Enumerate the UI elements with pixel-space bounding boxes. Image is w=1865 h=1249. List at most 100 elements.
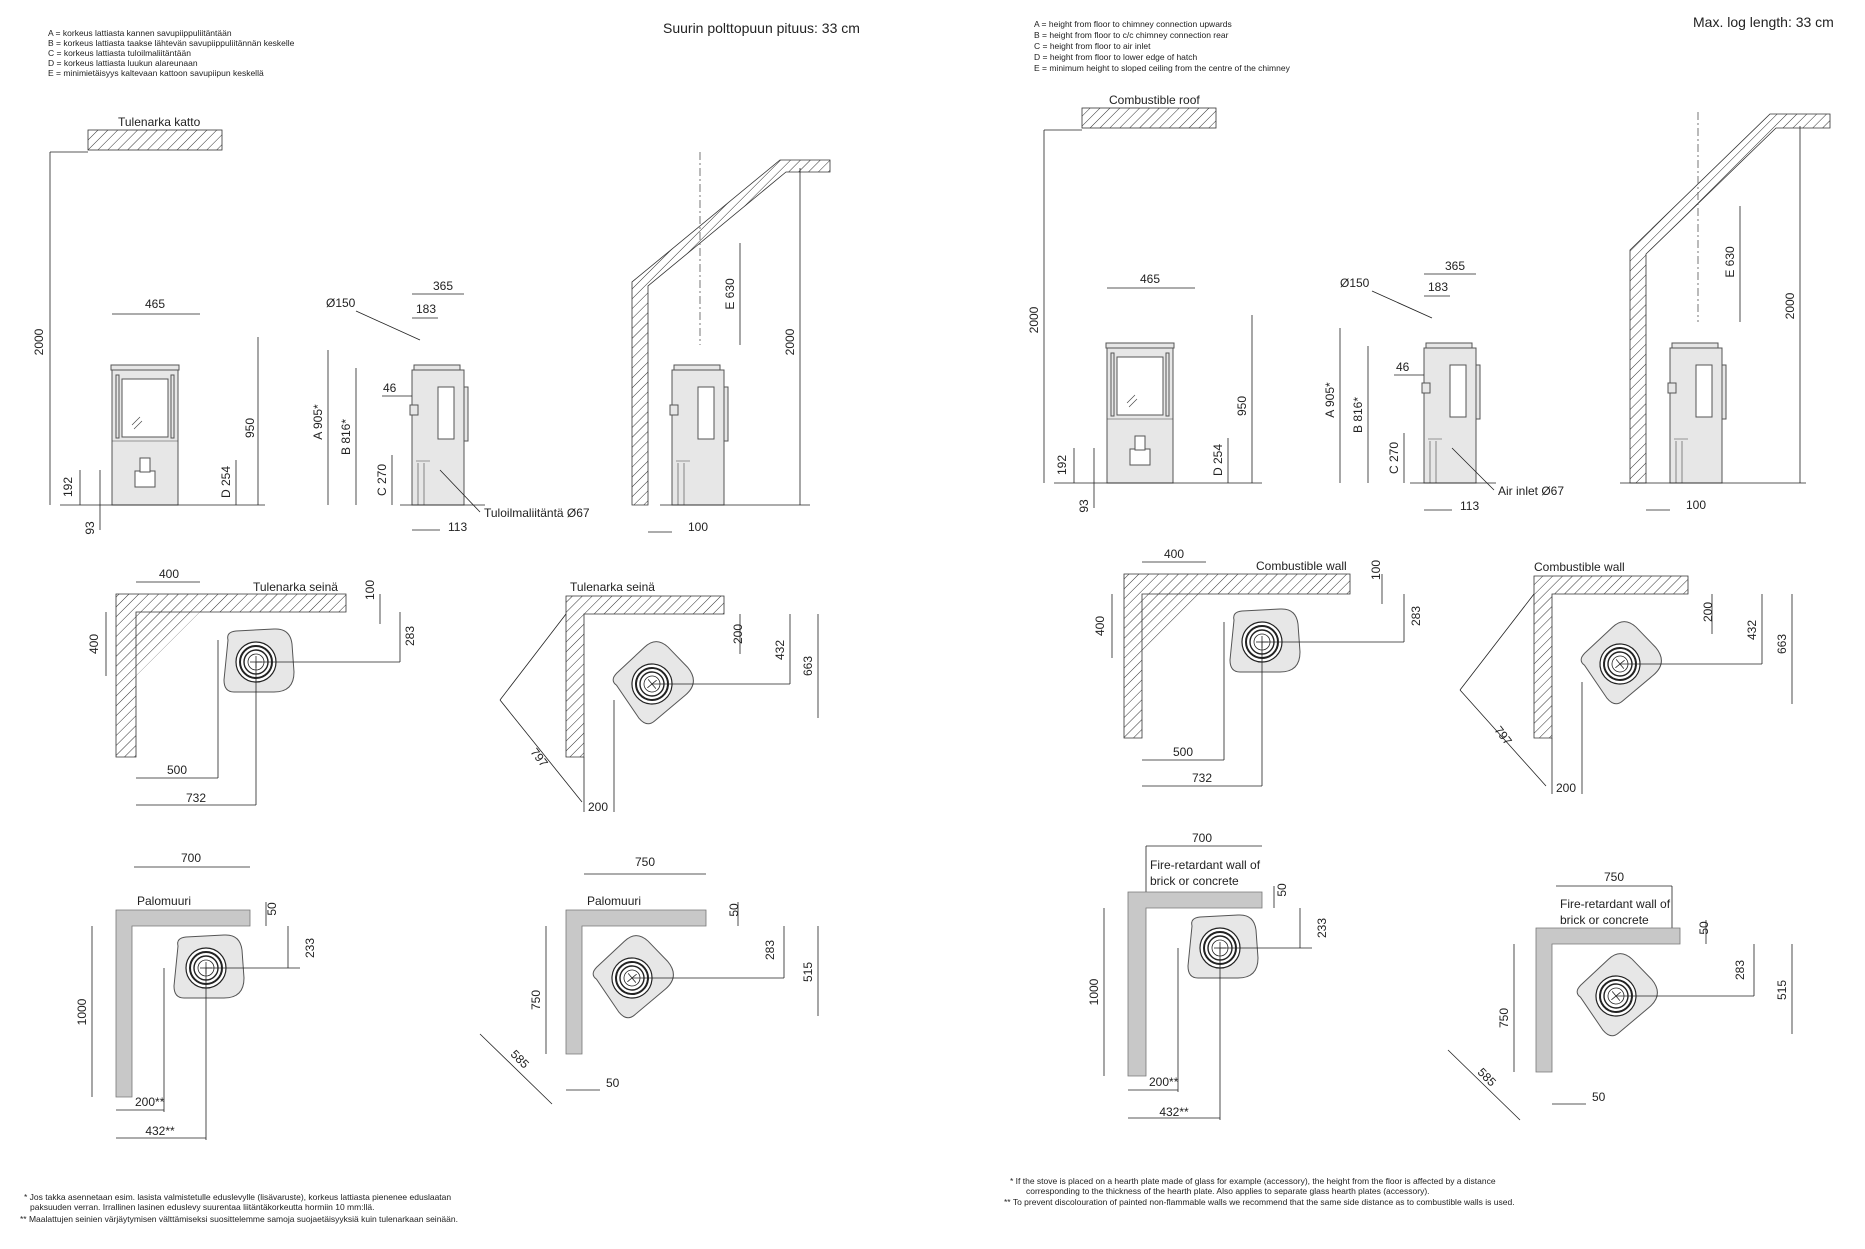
dim-465-en: 465 [1140, 272, 1160, 286]
dim-432-star-en: 432** [1159, 1105, 1189, 1119]
dim-465: 465 [145, 297, 165, 311]
dim-93: 93 [83, 521, 97, 535]
firewall-label-en-3: Fire-retardant wall of [1560, 897, 1671, 911]
dim-b816: B 816* [339, 419, 353, 455]
dim-113: 113 [448, 520, 467, 534]
roof-hatch [87, 129, 223, 151]
dim-50: 50 [265, 902, 279, 916]
dim-a905: A 905* [311, 404, 325, 440]
dim-50-d: 50 [727, 903, 741, 917]
dim-200-en: 200 [1701, 602, 1715, 622]
air-inlet-label: Tuloilmaliitäntä Ø67 [484, 506, 590, 520]
dim-283: 283 [403, 626, 417, 646]
firewall-label: Palomuuri [137, 894, 191, 908]
dim-2000-roof-en: 2000 [1783, 292, 1797, 319]
note-d-en: D = height from floor to lower edge of h… [1034, 52, 1198, 62]
note-c-en: C = height from floor to air inlet [1034, 41, 1151, 51]
dim-113-en: 113 [1460, 499, 1479, 513]
firewall-label-en-1: Fire-retardant wall of [1150, 858, 1261, 872]
dim-100: 100 [688, 520, 708, 534]
wall-corner-left: Tulenarka seinä 400 400 100 283 500 732 [87, 567, 417, 806]
wall-label-en-2: Combustible wall [1534, 560, 1625, 574]
note-d: D = korkeus lattiasta luukun alareunaan [48, 58, 198, 68]
dim-515-en: 515 [1775, 980, 1789, 1000]
dim-233: 233 [303, 938, 317, 958]
front-view-left: Tulenarka katto 2000 465 950 D 254 192 9… [32, 115, 265, 535]
dim-e630-en: E 630 [1723, 246, 1737, 278]
note-a-en: A = height from floor to chimney connect… [1034, 19, 1232, 29]
firewall-shape-en [1127, 891, 1263, 1077]
footnote-1: * Jos takka asennetaan esim. lasista val… [24, 1192, 451, 1202]
wall-label-2: Tulenarka seinä [570, 580, 655, 594]
dim-750: 750 [635, 855, 655, 869]
dim-100-wall-en: 100 [1369, 560, 1383, 580]
note-a: A = korkeus lattiasta kannen savupiippul… [48, 28, 232, 38]
dim-585-en: 585 [1475, 1065, 1499, 1089]
dim-50-b-en: 50 [1592, 1090, 1606, 1104]
dim-500-en: 500 [1173, 745, 1193, 759]
firewall-shape-en-2 [1535, 927, 1681, 1073]
dim-400-side: 400 [87, 634, 101, 654]
note-b-en: B = height from floor to c/c chimney con… [1034, 30, 1229, 40]
dim-200-star-en: 200** [1149, 1075, 1179, 1089]
dim-46: 46 [383, 381, 397, 395]
dim-e630: E 630 [723, 278, 737, 310]
dim-200-b: 200 [588, 800, 608, 814]
front-view-right: Combustible roof 2000 465 950 D 254 192 … [1027, 93, 1262, 513]
dim-46-en: 46 [1396, 360, 1410, 374]
dim-432-star: 432** [145, 1124, 175, 1138]
wall-corner-right: Combustible wall 400 400 100 283 500 732 [1093, 547, 1423, 787]
dim-797: 797 [527, 745, 551, 770]
dim-750-en: 750 [1604, 870, 1624, 884]
footnote-en-3: ** To prevent discolouration of painted … [1004, 1197, 1515, 1207]
wall-label: Tulenarka seinä [253, 580, 338, 594]
dim-2000-roof: 2000 [783, 328, 797, 355]
dim-c270: C 270 [375, 464, 389, 496]
dim-400-en: 400 [1164, 547, 1184, 561]
dim-663: 663 [801, 656, 815, 676]
right-footnotes: * If the stove is placed on a hearth pla… [1004, 1176, 1515, 1207]
roof-label-en: Combustible roof [1109, 93, 1200, 107]
dim-663-en: 663 [1775, 634, 1789, 654]
dim-400: 400 [159, 567, 179, 581]
dim-432: 432 [773, 640, 787, 660]
dim-d254: D 254 [219, 466, 233, 498]
dim-700: 700 [181, 851, 201, 865]
dim-a905-en: A 905* [1323, 382, 1337, 418]
dim-200: 200 [731, 624, 745, 644]
dim-283-d: 283 [763, 940, 777, 960]
dim-200-b-en: 200 [1556, 781, 1576, 795]
footnote-2: paksuuden verran. Irrallinen lasinen edu… [30, 1202, 374, 1212]
firewall-label-en-4: brick or concrete [1560, 913, 1649, 927]
footnote-en-1: * If the stove is placed on a hearth pla… [1010, 1176, 1496, 1186]
dim-283-en: 283 [1409, 606, 1423, 626]
firewall-diagonal-left: 750 Palomuuri 50 283 515 750 585 50 [479, 855, 819, 1105]
wall-label-en: Combustible wall [1256, 559, 1347, 573]
dim-192-en: 192 [1055, 455, 1069, 475]
dim-c270-en: C 270 [1387, 442, 1401, 474]
dim-233-en: 233 [1315, 918, 1329, 938]
dim-50-d-en: 50 [1697, 921, 1711, 935]
dim-283-d-en: 283 [1733, 960, 1747, 980]
side-view-right: 365 183 Ø150 46 A 905* B 816* C 270 113 … [1323, 259, 1564, 513]
dim-183-en: 183 [1428, 280, 1448, 294]
dim-500: 500 [167, 763, 187, 777]
dim-183: 183 [416, 302, 436, 316]
firewall-shape [115, 909, 251, 1098]
dim-192: 192 [61, 477, 75, 497]
dim-93-en: 93 [1077, 499, 1091, 513]
log-length-en: Max. log length: 33 cm [1693, 14, 1834, 30]
dim-d254-en: D 254 [1211, 444, 1225, 476]
dim-515: 515 [801, 962, 815, 982]
dim-750-v-en: 750 [1497, 1008, 1511, 1028]
firewall-label-en-2: brick or concrete [1150, 874, 1239, 888]
firewall-label-2: Palomuuri [587, 894, 641, 908]
dim-700-en: 700 [1192, 831, 1212, 845]
dim-phi150-en: Ø150 [1340, 276, 1370, 290]
dim-2000-en: 2000 [1027, 306, 1041, 333]
side-view-left: 365 183 Ø150 46 A 905* B 816* C 270 113 … [311, 279, 590, 534]
dim-797-en: 797 [1491, 723, 1515, 748]
dim-950: 950 [243, 418, 257, 438]
dim-2000: 2000 [32, 328, 46, 355]
